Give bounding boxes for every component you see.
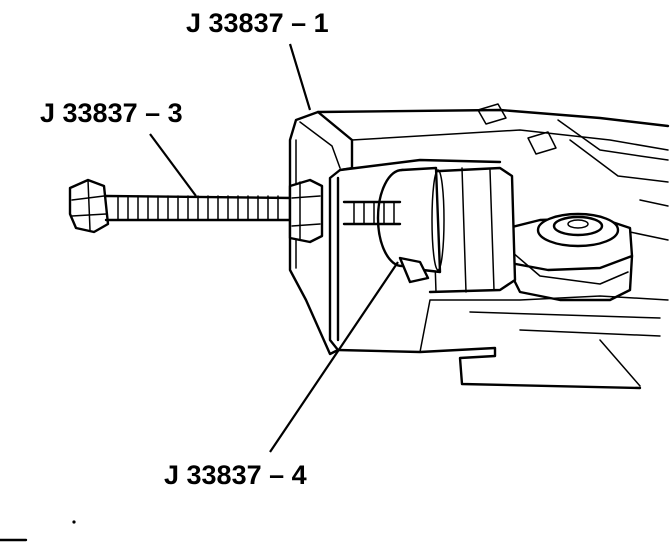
callout-j33837-4: J 33837 – 4	[164, 460, 307, 490]
leader-part-1	[288, 43, 312, 111]
leader-part-3	[149, 133, 197, 197]
vehicle-frame	[316, 103, 670, 390]
forcing-screw	[68, 178, 402, 244]
adapter-cylinder	[376, 166, 517, 294]
bushing-washer	[536, 212, 620, 248]
stray-dot	[72, 520, 76, 524]
callout-j33837-3: J 33837 – 3	[40, 98, 183, 128]
leader-part-4	[269, 261, 399, 453]
callout-j33837-1: J 33837 – 1	[186, 8, 329, 38]
